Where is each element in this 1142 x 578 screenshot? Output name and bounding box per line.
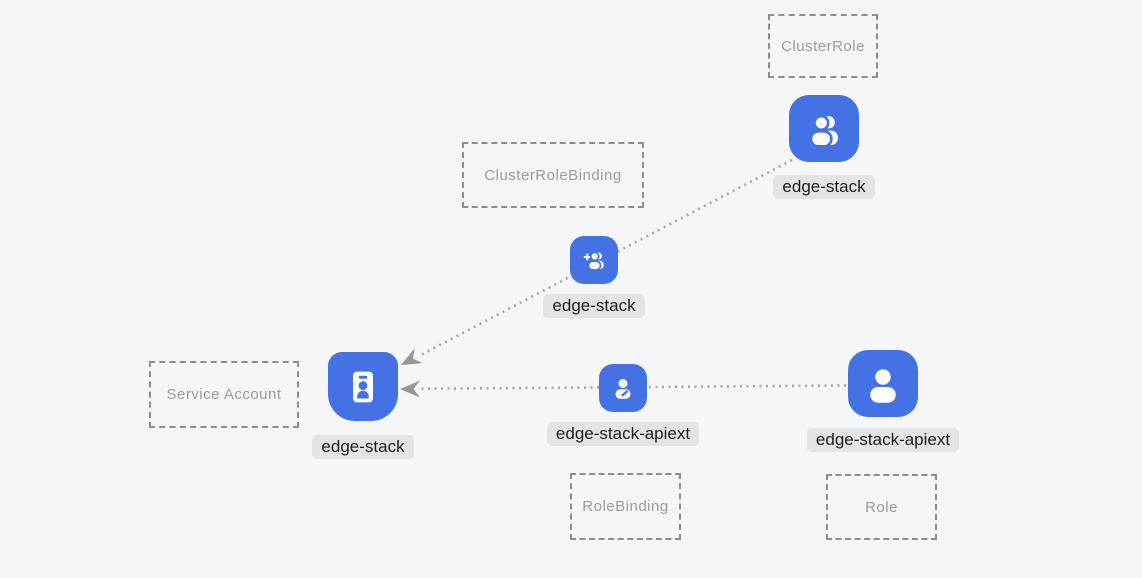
node-label: edge-stack-apiext xyxy=(546,422,700,446)
node-clusterrole-edge-stack: edge-stack xyxy=(754,95,894,199)
type-box-clusterrole: ClusterRole xyxy=(768,14,878,78)
node-rolebinding-edge-stack-apiext: edge-stack-apiext xyxy=(543,364,703,446)
node-role-edge-stack-apiext: edge-stack-apiext xyxy=(803,350,963,452)
type-box-label: Service Account xyxy=(166,386,282,403)
node-label: edge-stack xyxy=(773,175,875,199)
user-edit-icon[interactable] xyxy=(599,364,647,412)
arrowhead-icon xyxy=(401,348,423,365)
node-label: edge-stack-apiext xyxy=(806,428,960,452)
user-icon[interactable] xyxy=(848,350,918,417)
node-clusterrolebinding-edge-stack: edge-stack xyxy=(524,236,664,318)
users-icon[interactable] xyxy=(789,95,859,162)
node-label: edge-stack xyxy=(543,294,645,318)
node-label: edge-stack xyxy=(312,435,414,459)
type-box-serviceaccount: Service Account xyxy=(149,361,299,428)
type-box-rolebinding: RoleBinding xyxy=(570,473,681,540)
edge-clusterrole-to-serviceaccount xyxy=(418,158,793,358)
id-badge-icon[interactable] xyxy=(328,352,398,421)
node-serviceaccount-edge-stack: edge-stack xyxy=(293,352,433,459)
type-box-role: Role xyxy=(826,474,937,540)
type-box-clusterrolebinding: ClusterRoleBinding xyxy=(462,142,644,208)
type-box-label: ClusterRoleBinding xyxy=(484,166,622,184)
user-add-icon[interactable] xyxy=(570,236,618,284)
type-box-label: ClusterRole xyxy=(781,37,865,55)
type-box-label: RoleBinding xyxy=(582,498,669,515)
type-box-label: Role xyxy=(865,498,898,516)
arrowhead-icon xyxy=(400,380,420,398)
